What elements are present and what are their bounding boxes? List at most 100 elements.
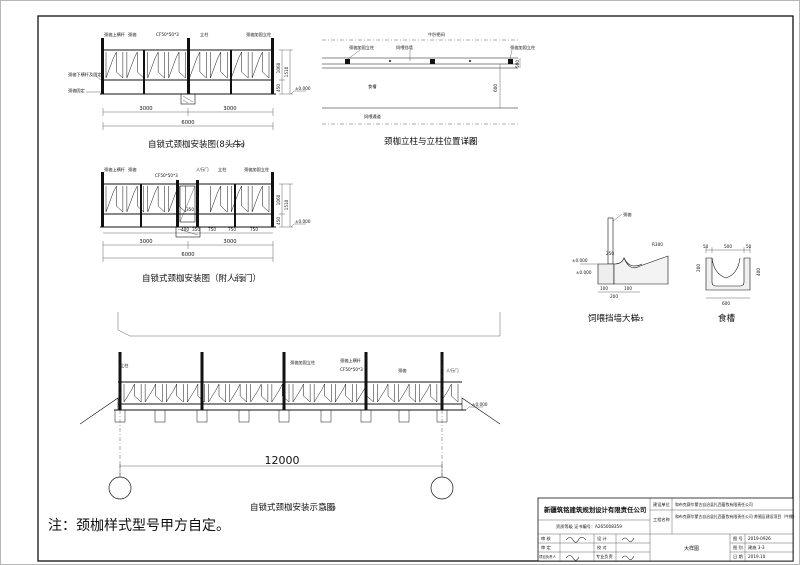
stanchion-stroke [134, 185, 138, 193]
stanchion-stroke [231, 191, 239, 213]
drawing-1-cattle-stanchion-8-heads: 3000 3000 6000 1060 450 1510 ±0.000 颈枷上横… [68, 31, 311, 150]
d4-caption: 饲喂挡墙大样 [588, 313, 640, 324]
stanchion-stroke [251, 57, 260, 79]
stanchion-stroke [384, 383, 389, 391]
d6-label-6: 人行门 [446, 367, 459, 374]
d4-top-label: 颈枷 [623, 211, 631, 218]
stanchion-stroke [217, 185, 221, 193]
d1-label-5: 颈枷下横杆及固定 [68, 71, 102, 78]
d3-dim-b: 750 [228, 227, 236, 232]
stanchion-stroke [448, 383, 452, 391]
stanchion-stroke [168, 57, 177, 79]
drawing-5-feed-trough: 50 500 50 200 400 600 食槽 [696, 244, 761, 324]
stanchion-stroke [220, 71, 228, 79]
tb-r2-a: 审 定 [541, 544, 551, 551]
stanchion-stroke [427, 383, 431, 391]
stanchion-stroke [405, 383, 410, 391]
d3-dim-e: 350 [186, 207, 194, 212]
d6-label-1: 颈枷加固立柱 [290, 359, 316, 366]
stanchion-stroke [105, 57, 114, 79]
stanchion-stroke [208, 389, 217, 403]
d3-label-6: 颈枷加固立柱 [244, 166, 270, 173]
tb-project-label: 工程名称 [653, 516, 670, 523]
d3-scale: 1:50 [234, 277, 246, 283]
stanchion-stroke [238, 51, 242, 59]
d3-dim-c: 750 [250, 227, 258, 232]
stanchion-stroke [166, 389, 174, 403]
stanchion-stroke [271, 389, 280, 403]
stanchion-stroke [303, 395, 311, 403]
d1-label-6: CF50*50*3 [156, 32, 179, 37]
footing-6 [278, 409, 290, 423]
footing-6 [196, 409, 208, 423]
stanchion-stroke [356, 389, 365, 403]
d2-dim-500: 500 [515, 60, 520, 68]
stanchion-stroke [262, 71, 270, 79]
post-6 [200, 352, 204, 410]
d3-dim-f: 350 [192, 227, 200, 232]
d2-caption: 颈枷立柱与立柱位置详图 [384, 136, 478, 147]
tb-project: 和布克赛尔蒙古自治县扎西畜牧有限责任公司 养殖区建设项目（牛棚） [675, 514, 797, 519]
footing-6 [154, 409, 166, 423]
stanchion-stroke [451, 395, 459, 403]
d4-dim-200: 200 [610, 294, 618, 299]
stanchion-stroke [157, 205, 165, 213]
d3-dim-ht: 1510 [284, 199, 289, 210]
stanchion-stroke [220, 205, 228, 213]
stanchion-stroke [116, 205, 124, 213]
d1-label-1: 颈枷上横杆 [104, 31, 126, 38]
stanchion-stroke [126, 191, 135, 213]
stanchion-stroke [187, 389, 196, 403]
stanchion-stroke [210, 57, 219, 79]
d3-dim-s2: 3000 [223, 239, 236, 245]
stanchion-stroke [189, 57, 198, 79]
stanchion-stroke [210, 191, 219, 213]
stanchion-stroke [313, 389, 322, 403]
stanchion-stroke [175, 185, 180, 193]
drawing-3-stanchion-with-gate: 350 400 350 750 750 750 3000 3000 6000 1… [100, 166, 311, 284]
tb-sheet-name: 大样图 [684, 545, 699, 552]
d5-dim-200: 200 [696, 264, 701, 272]
stanchion-stroke [236, 383, 241, 391]
stanchion-stroke [259, 185, 263, 193]
d6-label-5: 立柱 [120, 362, 129, 369]
d3-label-2: 颈枷 [128, 166, 136, 173]
d3-elev: ±0.000 [295, 219, 311, 224]
stanchion-stroke [144, 389, 153, 403]
d2-scale: 1:25 [464, 140, 476, 146]
stanchion-stroke [335, 389, 343, 403]
d2-label-2: 饲喂挡墙 [396, 44, 413, 51]
stanchion-stroke [168, 191, 177, 213]
stanchion-stroke [251, 191, 260, 213]
tb-owner: 和布克赛尔蒙古自治县扎西畜牧有限责任公司 [675, 502, 753, 507]
stanchion-stroke [155, 395, 163, 403]
tb-r3-c: 专业负责 [596, 553, 613, 560]
stanchion-stroke [123, 389, 132, 403]
d1-dim-total: 6000 [181, 120, 194, 126]
d1-caption: 自锁式颈枷安装图(8头牛) [148, 139, 245, 150]
stanchion-stroke [261, 395, 269, 403]
tb-right-6: 2019.10 [748, 554, 766, 559]
stanchion-stroke [430, 395, 438, 403]
d1-label-4: 颈枷加固立柱 [246, 31, 272, 38]
d2-label-1: 颈枷加固立柱 [349, 44, 375, 51]
d4-dim-250: 250 [606, 251, 614, 256]
tb-right-3: 图 别 [733, 544, 743, 551]
d3-label-4: 人行门 [196, 166, 209, 173]
stanchion-stroke [137, 205, 144, 213]
stanchion-stroke [258, 383, 262, 391]
stanchion-stroke [292, 389, 301, 403]
stanchion-stroke [279, 383, 283, 391]
stanchion-stroke [215, 383, 220, 391]
stanchion-stroke [440, 389, 449, 403]
tb-right-1: 图 号 [733, 536, 743, 542]
d1-dim-seg1: 3000 [139, 106, 152, 112]
stanchion-stroke [116, 71, 124, 79]
d5-dim-50b: 50 [746, 244, 752, 249]
stanchion-stroke [324, 395, 332, 403]
stanchion-stroke [250, 389, 259, 403]
d3-label-5: 立柱 [218, 166, 227, 173]
stanchion-stroke [154, 185, 159, 193]
stanchion-stroke [241, 205, 249, 213]
post-6 [364, 352, 368, 410]
